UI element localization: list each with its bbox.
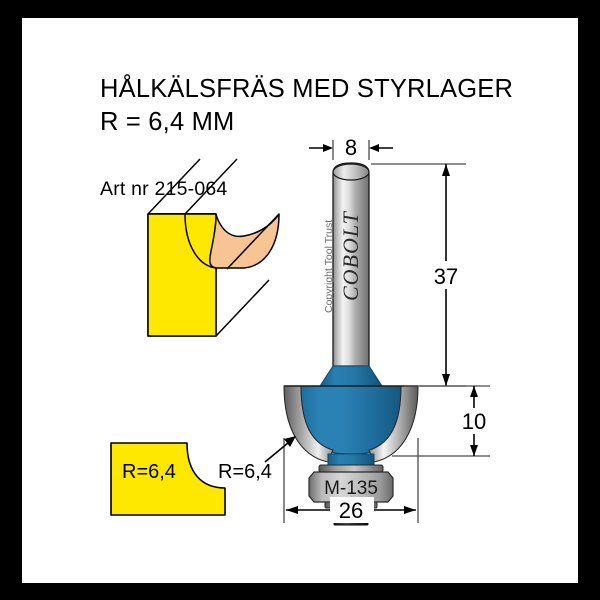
dimension-shank-length: 37 bbox=[371, 163, 466, 387]
perspective-line-top-left bbox=[147, 158, 201, 215]
bearing-washer-top bbox=[318, 464, 384, 473]
dimension-value-shank-diameter: 8 bbox=[345, 135, 357, 160]
profile-cross-section: R=6,4 bbox=[110, 442, 226, 516]
bearing-code-label: M-135 bbox=[324, 478, 378, 499]
dimension-cutter-height: 10 bbox=[392, 385, 494, 457]
dimension-value-shank-length: 37 bbox=[434, 264, 458, 289]
brand-label: COBOLT bbox=[338, 210, 363, 301]
page-title-line-1: HÅLKÄLSFRÄS MED STYRLAGER bbox=[100, 75, 514, 103]
radius-callout: R=6,4 bbox=[218, 436, 296, 483]
workpiece-3d-illustration bbox=[147, 158, 280, 337]
shank-to-head-fillet bbox=[319, 365, 383, 387]
perspective-line-cove-back bbox=[226, 213, 280, 270]
article-number: Art nr 215-064 bbox=[100, 178, 228, 200]
copyright-label: Copyright Tool Trust bbox=[323, 220, 335, 313]
workpiece-front-face-shape bbox=[147, 213, 217, 337]
shank-top-cap bbox=[332, 163, 370, 181]
profile-shape bbox=[110, 442, 226, 516]
dimension-value-cutter-diameter: 26 bbox=[339, 498, 363, 523]
radius-callout-label: R=6,4 bbox=[218, 461, 272, 483]
profile-radius-label: R=6,4 bbox=[122, 461, 176, 483]
dimension-cutter-diameter: 26 bbox=[283, 438, 419, 523]
guide-bearing bbox=[308, 471, 394, 503]
perspective-line-bottom-right bbox=[215, 279, 270, 337]
router-bit-drawing: COBOLT Copyright Tool Trust bbox=[283, 162, 419, 526]
technical-drawing: R=6,4 COBOLT Copyright Tool Trust bbox=[110, 135, 494, 526]
dimension-value-cutter-height: 10 bbox=[462, 409, 486, 434]
dimension-shank-diameter: 8 bbox=[309, 135, 393, 160]
page-title-line-2: R = 6,4 MM bbox=[100, 108, 235, 136]
drawing-sheet: HÅLKÄLSFRÄS MED STYRLAGER R = 6,4 MM Art… bbox=[22, 18, 578, 583]
perspective-line-top-right bbox=[184, 158, 238, 215]
